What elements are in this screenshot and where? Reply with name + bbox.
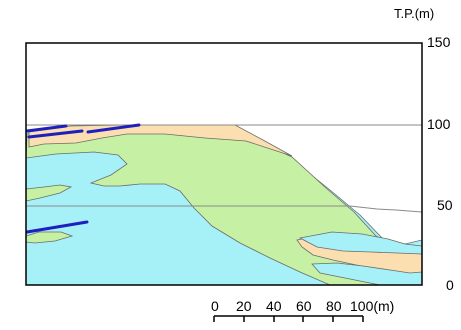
scale-label-40: 40	[266, 298, 282, 314]
green-lens-upper-left	[26, 184, 73, 202]
scale-bar: 0 20 40 60 80 100(m)	[211, 298, 394, 322]
elevation-tick-100: 100	[427, 116, 451, 132]
cyan-lens-right	[298, 231, 422, 255]
scale-label-60: 60	[296, 298, 312, 314]
scale-label-20: 20	[236, 298, 252, 314]
cyan-lens-bottom	[311, 262, 422, 285]
blue-line-upper-1	[26, 124, 68, 133]
green-lens-lower-left	[26, 231, 74, 244]
scale-label-80: 80	[326, 298, 342, 314]
elevation-unit-label: T.P.(m)	[394, 6, 434, 21]
scale-label-0: 0	[211, 298, 219, 314]
geologic-layers	[26, 123, 422, 285]
elevation-tick-150: 150	[427, 34, 451, 50]
blue-line-lower	[26, 220, 89, 234]
scale-label-100m: 100(m)	[350, 298, 394, 314]
ground-surface-line-right	[349, 205, 422, 213]
blue-line-upper-2	[86, 123, 141, 134]
plot-frame	[25, 42, 423, 286]
elevation-tick-0: 0	[446, 277, 454, 293]
blue-line-upper-3	[27, 129, 84, 139]
elevation-tick-50: 50	[437, 197, 453, 213]
